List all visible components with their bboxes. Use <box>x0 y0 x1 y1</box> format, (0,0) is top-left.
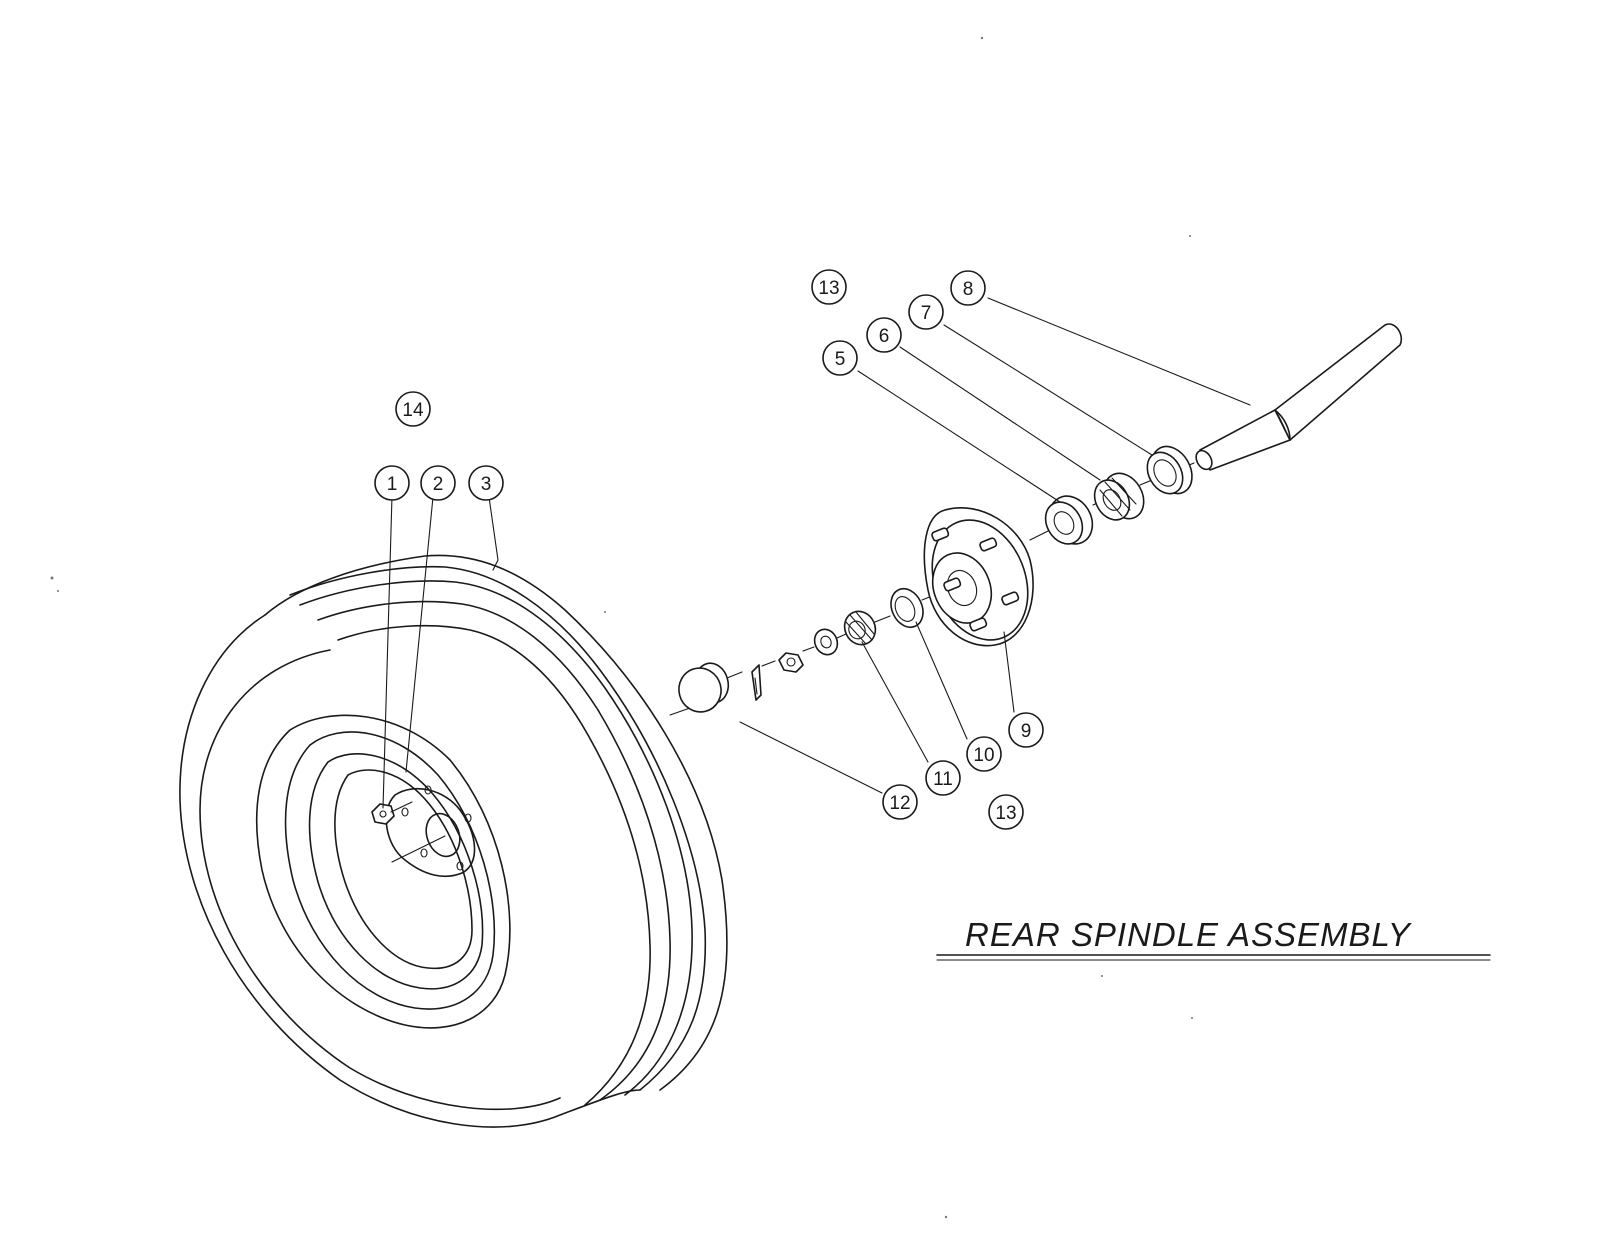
svg-text:10: 10 <box>973 745 994 766</box>
wheel-hub <box>923 507 1034 647</box>
svg-text:13: 13 <box>818 278 839 299</box>
svg-text:1: 1 <box>387 474 398 495</box>
castle-nut <box>778 652 804 673</box>
svg-text:8: 8 <box>963 279 974 300</box>
leader-lines <box>382 297 1251 809</box>
inner-bearing-cup <box>1044 495 1094 545</box>
svg-text:9: 9 <box>1021 721 1032 742</box>
diagram-title: REAR SPINDLE ASSEMBLY <box>936 916 1491 961</box>
callout-11: 11 <box>925 760 961 796</box>
svg-text:14: 14 <box>402 400 424 421</box>
callout-1: 1 <box>374 465 410 501</box>
cotter-pin <box>751 664 762 701</box>
callout-10: 10 <box>966 736 1002 772</box>
svg-text:3: 3 <box>481 474 492 495</box>
callout-12: 12 <box>882 784 918 820</box>
svg-text:5: 5 <box>835 349 846 370</box>
spindle <box>1195 323 1403 471</box>
outer-bearing-cone <box>843 610 877 646</box>
inner-bearing-cone <box>1093 472 1145 521</box>
lug-nut <box>371 803 395 825</box>
callout-5: 5 <box>822 340 858 376</box>
svg-text:13: 13 <box>995 803 1016 824</box>
callout-8: 8 <box>950 270 986 306</box>
svg-text:2: 2 <box>433 474 444 495</box>
svg-text:11: 11 <box>933 769 953 790</box>
spindle-washer <box>813 628 839 656</box>
svg-text:7: 7 <box>921 303 932 324</box>
callout-7: 7 <box>908 294 944 330</box>
callout-13-lower: 13 <box>988 794 1024 830</box>
outer-bearing-cup <box>890 587 924 629</box>
callout-6: 6 <box>866 317 902 353</box>
grease-seal <box>1146 445 1193 495</box>
callout-13-upper: 13 <box>811 269 847 305</box>
callout-9: 9 <box>1008 712 1044 748</box>
callout-3: 3 <box>468 465 504 501</box>
callout-14: 14 <box>395 391 431 427</box>
callout-2: 2 <box>420 465 456 501</box>
svg-text:12: 12 <box>889 793 910 814</box>
svg-text:REAR SPINDLE ASSEMBLY: REAR SPINDLE ASSEMBLY <box>965 916 1412 953</box>
scan-specks <box>50 36 1193 1219</box>
hub-cap <box>669 662 730 716</box>
tire <box>179 554 728 1128</box>
svg-text:6: 6 <box>879 326 890 347</box>
